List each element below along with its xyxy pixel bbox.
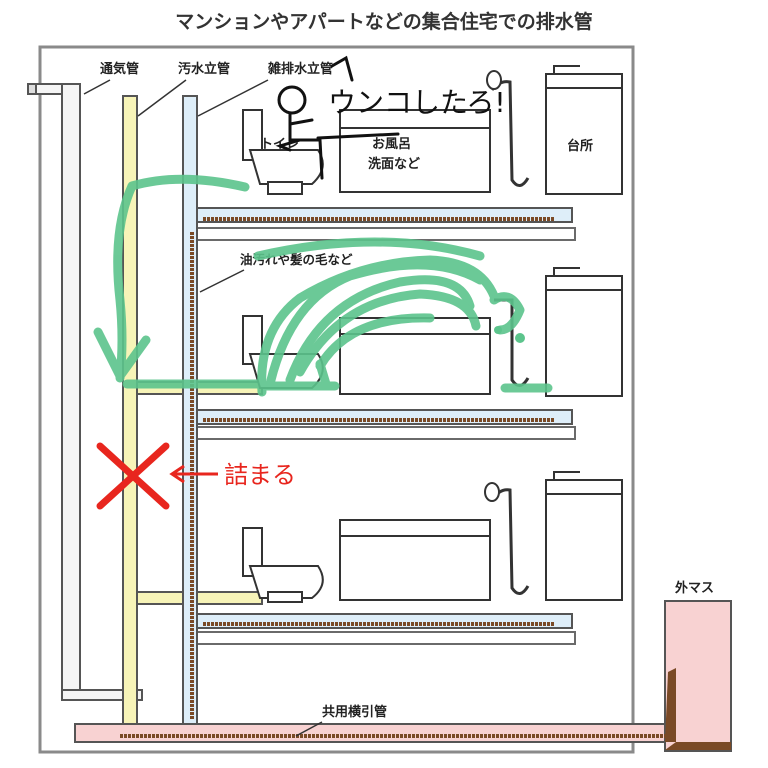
outer-manhole-label: 外マス (674, 580, 714, 596)
green-drips (494, 326, 525, 343)
clog-label: 詰まる (224, 461, 296, 489)
top-floor-toilet (242, 109, 324, 195)
bottom-floor-bathtub (339, 519, 491, 601)
vent-pipe-leader (83, 79, 111, 95)
waste-stack-label: 雑排水立管 (267, 61, 333, 77)
shared-main-label: 共用横引管 (322, 704, 387, 720)
bottom-floor-shower-hose (490, 488, 530, 595)
clog-arrow (169, 464, 218, 484)
vent-pipe (27, 83, 143, 701)
bottom-floor-toilet (242, 527, 324, 603)
top-floor-shower-head (486, 70, 502, 90)
manhole-sludge (665, 668, 731, 750)
top-floor-bathtub (339, 109, 491, 193)
clog-x-mark (96, 442, 170, 510)
bottom-floor-shower-head (484, 482, 500, 502)
shared-main-leader (295, 721, 323, 737)
building-outline (38, 45, 635, 754)
shared-main-pipe (74, 723, 676, 743)
waste-stack-leader (197, 79, 269, 117)
soil-stack-label: 汚水立管 (178, 61, 230, 77)
stick-figure-doodle (275, 55, 400, 180)
washbasin-label-top: 洗面など (368, 156, 420, 172)
grease-hair-leader (199, 269, 245, 293)
top-floor-kitchen-sink (545, 65, 623, 195)
diagram-title: マンションやアパートなどの集合住宅での排水管 (175, 10, 593, 33)
kitchen-label-top: 台所 (567, 138, 593, 154)
soil-stack-leader (137, 79, 187, 117)
bath-label-top: お風呂 (372, 137, 411, 152)
vent-pipe-label: 通気管 (100, 61, 139, 77)
floor-slabs (194, 227, 576, 645)
scribble-text: ウンコしたろ! (328, 86, 506, 119)
pipe-sludge (120, 217, 668, 738)
middle-floor-kitchen-sink (545, 267, 623, 397)
bottom-floor-kitchen-sink (545, 471, 623, 601)
green-scribble (93, 174, 553, 397)
